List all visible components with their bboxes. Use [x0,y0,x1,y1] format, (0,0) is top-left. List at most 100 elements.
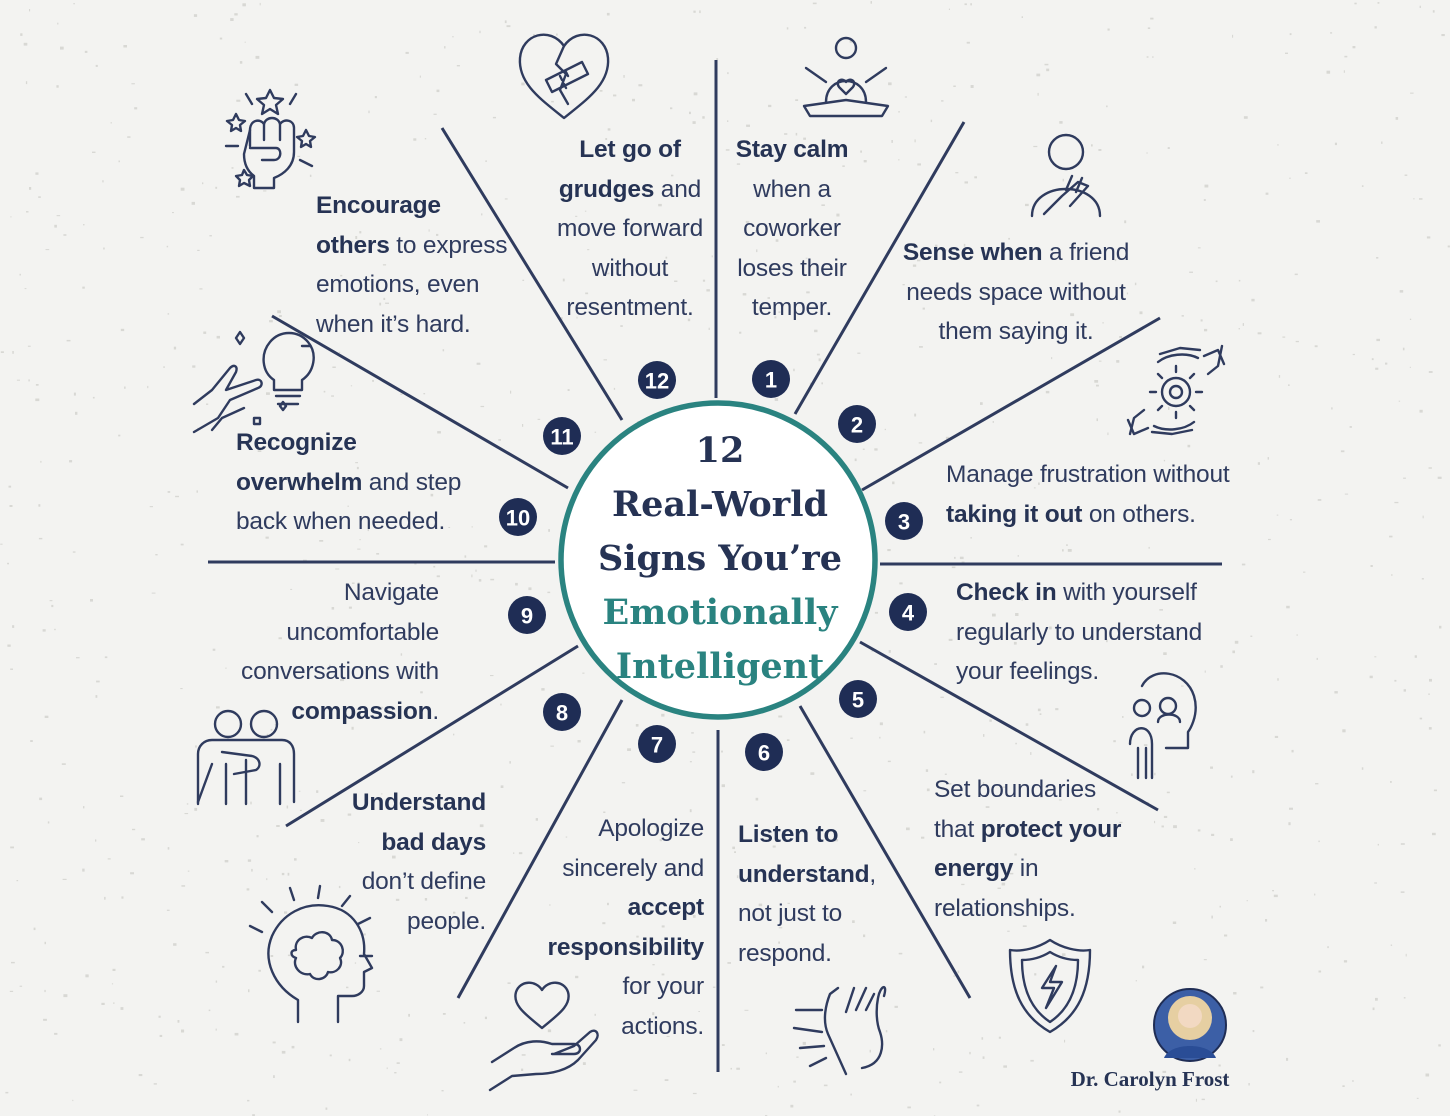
texture-speck [699,10,701,14]
sign-text-run: when it’s hard. [316,310,471,338]
texture-speck [224,860,229,863]
sign-text-line: Listen to [738,815,898,855]
texture-speck [870,1,872,4]
texture-speck [180,187,185,191]
texture-speck [54,1032,58,1035]
texture-speck [287,954,291,957]
texture-speck [273,1075,275,1078]
badge-number: 2 [851,413,863,438]
texture-speck [1107,28,1110,31]
texture-speck [1039,713,1042,715]
sign-text-run: that [934,815,981,843]
texture-speck [1238,279,1241,282]
texture-speck [1372,1007,1375,1011]
number-badge: 10 [499,498,537,536]
texture-speck [1114,259,1117,262]
texture-speck [1303,571,1306,573]
texture-speck [827,916,832,918]
texture-speck [1441,34,1445,37]
texture-speck [603,359,607,361]
texture-speck [263,190,267,192]
texture-speck [1166,791,1170,794]
texture-speck [42,629,46,632]
texture-speck [231,167,234,169]
texture-speck [899,582,903,585]
texture-speck [1273,894,1278,898]
hands-holding-gear-icon [1126,344,1226,436]
texture-speck [1278,375,1281,378]
badge-circle [543,693,581,731]
badge-circle [838,405,876,443]
texture-speck [755,230,759,233]
texture-speck [627,748,631,751]
texture-speck [278,315,282,317]
texture-speck [1289,177,1291,179]
texture-speck [246,888,250,891]
texture-speck [758,903,763,907]
texture-speck [934,244,938,247]
sign-text-line: accept [540,888,705,928]
texture-speck [958,1071,963,1073]
number-badge: 12 [638,361,676,399]
texture-speck [1286,1057,1289,1061]
texture-speck [1289,519,1292,521]
texture-speck [1400,843,1405,845]
texture-speck [140,236,144,239]
texture-speck [130,872,134,875]
texture-speck [400,393,403,395]
texture-speck [448,527,451,528]
texture-speck [879,736,881,739]
texture-speck [1030,1059,1034,1062]
texture-speck [270,955,274,957]
texture-speck [350,385,353,387]
texture-speck [102,180,104,183]
texture-speck [692,121,696,124]
texture-speck [1030,752,1032,755]
texture-speck [1376,257,1379,259]
texture-speck [1187,444,1191,448]
texture-speck [850,1093,852,1096]
texture-speck [575,975,579,979]
texture-speck [818,358,821,362]
texture-speck [82,286,85,289]
texture-speck [234,13,238,16]
texture-speck [1277,144,1279,146]
texture-speck [1106,639,1108,643]
texture-speck [1334,691,1338,694]
texture-speck [1268,538,1271,541]
texture-speck [1070,313,1075,317]
sign-text-line: Recognize [236,423,486,463]
texture-speck [622,1027,625,1029]
texture-speck [481,213,483,216]
badge-circle [508,596,546,634]
texture-speck [879,722,883,726]
texture-speck [1374,26,1377,29]
texture-speck [44,989,46,993]
texture-speck [1334,142,1337,146]
texture-speck [647,901,650,904]
texture-speck [692,751,696,753]
texture-speck [923,730,926,734]
badge-number: 12 [645,369,669,394]
texture-speck [1007,930,1010,932]
texture-speck [969,1051,971,1055]
texture-speck [222,965,225,968]
texture-speck [437,431,441,434]
texture-speck [1385,362,1388,365]
texture-speck [518,852,523,855]
texture-speck [806,291,810,294]
texture-speck [1419,717,1423,720]
texture-speck [1331,407,1333,410]
texture-speck [1342,729,1346,733]
texture-speck [821,204,825,206]
texture-speck [955,172,959,174]
texture-speck [441,1090,444,1092]
texture-speck [272,1041,276,1044]
texture-speck [1203,959,1207,961]
badge-number: 3 [898,510,910,535]
texture-speck [329,1054,332,1057]
texture-speck [383,297,386,300]
texture-speck [1036,73,1041,77]
sign-text-line: Check in with yourself [956,573,1226,613]
texture-speck [83,224,85,226]
